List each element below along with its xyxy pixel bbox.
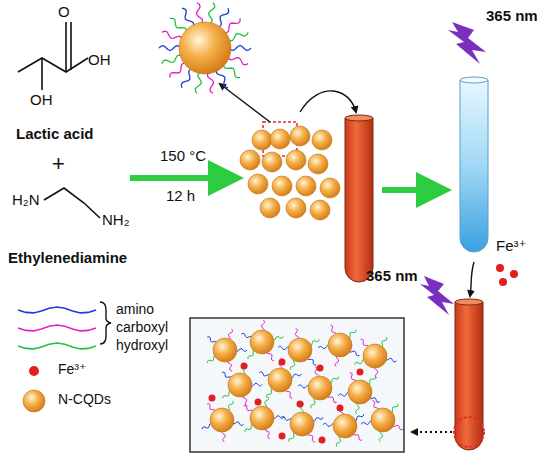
- label: OH: [88, 52, 111, 69]
- fe-ion: [279, 433, 286, 440]
- n-cqd-sphere: [348, 380, 372, 404]
- ligand-line: [208, 72, 214, 94]
- ligand-line: [170, 18, 187, 32]
- ligand-line: [197, 3, 203, 25]
- ligand-line: [162, 55, 183, 64]
- n-cqd-sphere: [248, 174, 268, 194]
- n-cqd-sphere: [288, 338, 312, 362]
- label: H₂N: [12, 192, 40, 209]
- fe-ion: [337, 405, 344, 412]
- n-cqd-sphere: [272, 176, 292, 196]
- ligand-line: [18, 325, 96, 331]
- label: Lactic acid: [16, 126, 94, 143]
- label: 12 h: [166, 188, 195, 205]
- n-cqd-sphere: [240, 150, 260, 170]
- ligand-line: [209, 3, 215, 25]
- ligand-line: [223, 18, 240, 32]
- n-cqd-sphere: [320, 178, 340, 198]
- n-cqd-sphere: [250, 330, 274, 354]
- fe-ion: [255, 399, 262, 406]
- ligand-line: [182, 8, 194, 27]
- legend-text: amino: [116, 302, 154, 317]
- ligand-line: [181, 69, 193, 88]
- n-cqd-sphere: [213, 338, 237, 362]
- n-cqd-sphere: [268, 368, 292, 392]
- ligand-line: [216, 69, 228, 88]
- fe-ion: [317, 365, 324, 372]
- n-cqd-sphere: [286, 198, 306, 218]
- legend-text: hydroxyl: [116, 338, 168, 353]
- n-cqd-sphere: [310, 200, 330, 220]
- label: NH₂: [102, 212, 130, 229]
- n-cqd-sphere: [296, 176, 316, 196]
- n-cqd-sphere: [290, 412, 314, 436]
- ligand-line: [228, 56, 249, 65]
- label: OH: [30, 92, 53, 109]
- n-cqd-sphere: [252, 130, 272, 150]
- ligand-line: [159, 46, 181, 51]
- n-cqd-sphere: [363, 344, 387, 368]
- n-cqd-sphere: [270, 129, 290, 149]
- n-cqd-sphere: [210, 408, 234, 432]
- legend-text: Fe³⁺: [58, 362, 86, 377]
- legend-text: N-CQDs: [58, 392, 111, 407]
- label: O: [58, 4, 70, 21]
- fe-ion: [357, 369, 364, 376]
- n-cqd-sphere: [312, 130, 332, 150]
- ligand-line: [217, 8, 229, 27]
- n-cqd-sphere: [371, 408, 395, 432]
- n-cqd-sphere: [228, 373, 252, 397]
- legend-fe-dot: [29, 366, 39, 376]
- n-cqd-sphere: [260, 198, 280, 218]
- n-cqd-sphere: [308, 376, 332, 400]
- n-cqd-sphere: [23, 390, 45, 412]
- ligand-line: [18, 307, 96, 313]
- label: 150 °C: [160, 148, 206, 165]
- fe-ion: [319, 437, 326, 444]
- n-cqd-sphere: [333, 414, 357, 438]
- ligand-line: [223, 63, 240, 77]
- n-cqd-sphere: [262, 152, 282, 172]
- legend-text: carboxyl: [116, 320, 168, 335]
- label: 365 nm: [366, 268, 418, 285]
- ligand-line: [228, 32, 249, 41]
- fe-ion: [297, 401, 304, 408]
- n-cqd-sphere: [328, 333, 352, 357]
- n-cqd-sphere: [250, 406, 274, 430]
- label: 365 nm: [486, 8, 538, 25]
- label: Fe³⁺: [496, 238, 526, 255]
- n-cqd-sphere: [286, 150, 306, 170]
- label: Ethylenediamine: [8, 250, 127, 267]
- ligand-line: [170, 63, 187, 77]
- fe-ion: [241, 363, 248, 370]
- ligand-line: [229, 46, 251, 51]
- n-cqd-sphere: [290, 126, 310, 146]
- n-cqd-sphere: [179, 22, 231, 74]
- fe-ion: [279, 359, 286, 366]
- ligand-line: [162, 31, 183, 40]
- ligand-line: [195, 72, 201, 94]
- ligand-line: [18, 343, 96, 349]
- n-cqd-sphere: [308, 154, 328, 174]
- fe-ion: [209, 395, 216, 402]
- label: +: [52, 152, 65, 176]
